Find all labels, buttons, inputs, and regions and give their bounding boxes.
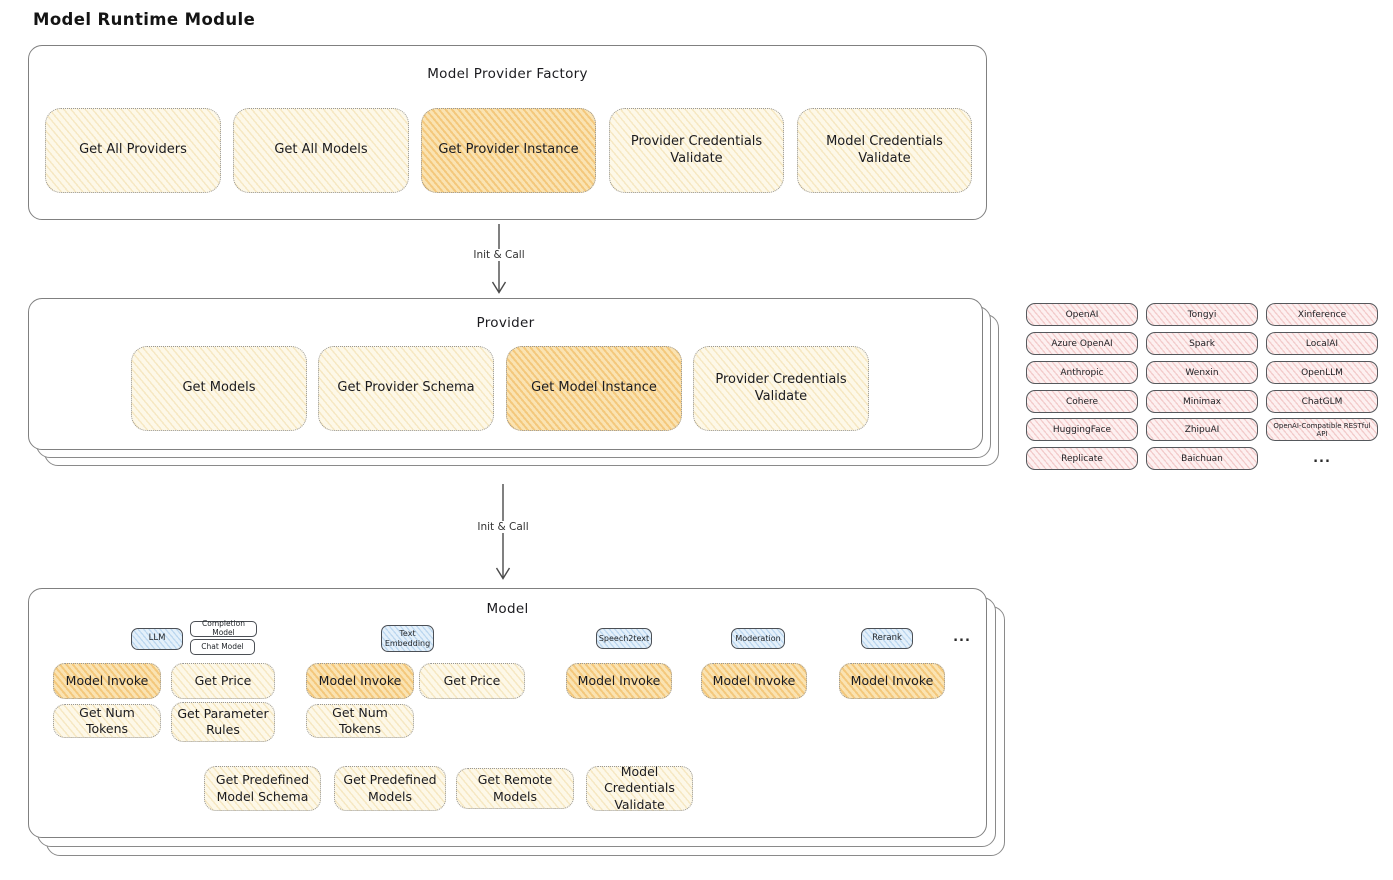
vendor-baichuan: Baichuan [1146, 447, 1258, 470]
tag-more-ellipsis: ... [953, 629, 971, 645]
tag-rerank: Rerank [861, 628, 913, 649]
vendor-openai-compatible-restful-api: OpenAI-Compatible RESTful API [1266, 418, 1378, 441]
vendor-anthropic: Anthropic [1026, 361, 1138, 384]
tag-text-embedding: Text Embedding [381, 625, 434, 652]
factory-title: Model Provider Factory [427, 66, 588, 82]
vendor-more-ellipsis: ... [1313, 451, 1331, 466]
tag-completion-model: Completion Model [190, 620, 257, 637]
vendor-openai: OpenAI [1026, 303, 1138, 326]
node-get-all-providers: Get All Providers [45, 108, 221, 193]
node-get-remote-models: Get Remote Models [456, 768, 574, 809]
vendor-azure-openai: Azure OpenAI [1026, 332, 1138, 355]
node-speech2text-model-invoke: Model Invoke [566, 663, 672, 699]
factory-box: Model Provider Factory Get All Providers… [28, 45, 987, 220]
node-provider-credentials-validate: Provider Credentials Validate [609, 108, 784, 193]
node-llm-get-num-tokens: Get Num Tokens [53, 704, 161, 738]
vendor-localai: LocalAI [1266, 332, 1378, 355]
node-model-credentials-validate: Model Credentials Validate [797, 108, 972, 193]
arrow-factory-to-provider: Init & Call [469, 224, 529, 296]
node-moderation-model-invoke: Model Invoke [701, 663, 807, 699]
arrow-label-init-call-2: Init & Call [473, 521, 533, 533]
tag-moderation: Moderation [731, 628, 785, 649]
vendor-chatglm: ChatGLM [1266, 390, 1378, 413]
node-get-provider-schema: Get Provider Schema [318, 346, 494, 431]
node-model-credentials-validate-2: Model Credentials Validate [586, 764, 693, 812]
arrow-label-init-call-1: Init & Call [469, 249, 529, 261]
node-provider-credentials-validate-2: Provider Credentials Validate [693, 346, 869, 431]
node-get-predefined-model-schema: Get Predefined Model Schema [204, 766, 321, 811]
node-get-all-models: Get All Models [233, 108, 409, 193]
vendor-cohere: Cohere [1026, 390, 1138, 413]
tag-chat-model: Chat Model [190, 639, 255, 655]
vendor-zhipuai: ZhipuAI [1146, 418, 1258, 441]
node-get-model-instance: Get Model Instance [506, 346, 682, 431]
provider-title: Provider [476, 315, 535, 331]
node-llm-get-price: Get Price [171, 663, 275, 699]
node-llm-get-parameter-rules: Get Parameter Rules [171, 702, 275, 742]
vendor-wenxin: Wenxin [1146, 361, 1258, 384]
node-get-provider-instance: Get Provider Instance [421, 108, 596, 193]
vendor-replicate: Replicate [1026, 447, 1138, 470]
node-embedding-get-price: Get Price [419, 663, 525, 699]
node-get-predefined-models: Get Predefined Models [334, 766, 446, 811]
node-embedding-model-invoke: Model Invoke [306, 663, 414, 699]
vendor-minimax: Minimax [1146, 390, 1258, 413]
node-rerank-model-invoke: Model Invoke [839, 663, 945, 699]
node-llm-model-invoke: Model Invoke [53, 663, 161, 699]
tag-llm: LLM [131, 628, 183, 650]
vendor-xinference: Xinference [1266, 303, 1378, 326]
model-box: Model LLM Completion Model Chat Model Te… [28, 588, 987, 838]
vendor-tongyi: Tongyi [1146, 303, 1258, 326]
page-title: Model Runtime Module [33, 10, 256, 29]
tag-speech2text: Speech2text [596, 628, 652, 649]
vendor-spark: Spark [1146, 332, 1258, 355]
vendor-huggingface: HuggingFace [1026, 418, 1138, 441]
arrow-provider-to-model: Init & Call [473, 484, 533, 582]
node-embedding-get-num-tokens: Get Num Tokens [306, 704, 414, 738]
vendor-openllm: OpenLLM [1266, 361, 1378, 384]
node-get-models: Get Models [131, 346, 307, 431]
provider-box: Provider Get Models Get Provider Schema … [28, 298, 983, 450]
model-title: Model [486, 601, 529, 617]
